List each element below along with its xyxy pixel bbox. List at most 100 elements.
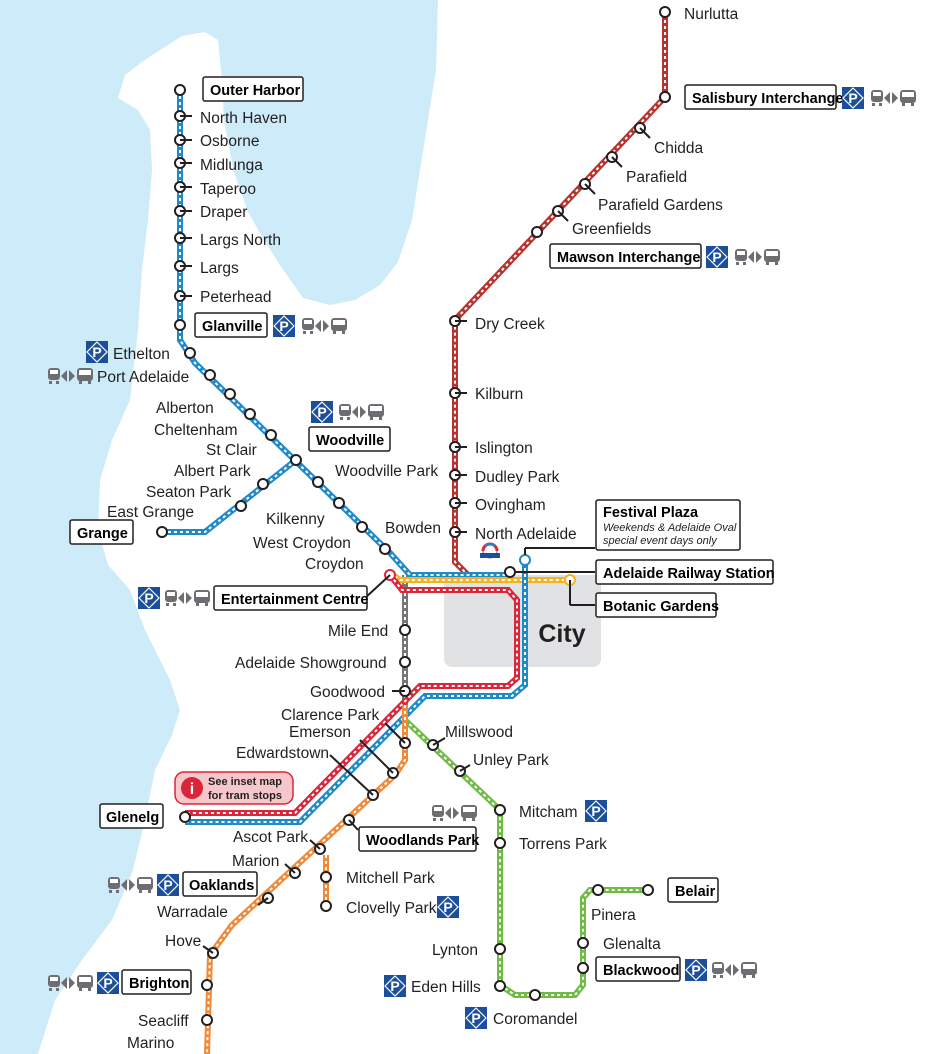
train-icon: [712, 962, 724, 978]
box-glenelg: Glenelg: [99, 803, 164, 829]
label-millswood: Millswood: [445, 724, 513, 741]
interchange-arrows-icon: [352, 406, 366, 418]
sea: [0, 0, 438, 1054]
label-west-croydon: West Croydon: [253, 535, 351, 552]
box-belair: Belair: [667, 877, 719, 903]
bus-icon: [137, 877, 153, 893]
park-and-ride-icon: [85, 340, 109, 364]
belair-label: Belair: [675, 884, 716, 900]
interchange-arrows-icon: [178, 592, 192, 604]
boxed-labels: Outer Harbor Glanville Woodville Grange …: [69, 76, 844, 995]
tram-inset-info[interactable]: i See inset map for tram stops: [174, 771, 294, 805]
label-unley-park: Unley Park: [473, 752, 549, 769]
label-greenfields: Greenfields: [572, 221, 652, 238]
label-islington: Islington: [475, 440, 533, 457]
label-emerson: Emerson: [289, 724, 351, 741]
label-alberton: Alberton: [156, 400, 214, 417]
entertainment-label: Entertainment Centre: [221, 592, 368, 608]
bus-icon: [741, 962, 757, 978]
glanville-label: Glanville: [202, 319, 262, 335]
oaklands-label: Oaklands: [189, 878, 254, 894]
label-port-adelaide: Port Adelaide: [97, 369, 189, 386]
park-and-ride-icon: [584, 799, 608, 823]
woodlands-park-label: Woodlands Park: [366, 833, 480, 849]
label-osborne: Osborne: [200, 133, 259, 150]
bus-icon: [900, 90, 916, 106]
label-seacliff: Seacliff: [138, 1013, 189, 1030]
label-mile-end: Mile End: [328, 623, 388, 640]
train-icon: [432, 805, 444, 821]
label-woodville-park: Woodville Park: [335, 463, 438, 480]
label-clovelly-park: Clovelly Park: [346, 900, 437, 917]
glenelg-label: Glenelg: [106, 810, 159, 826]
grange-label: Grange: [77, 526, 128, 542]
interchange-arrows-icon: [884, 92, 898, 104]
label-croydon: Croydon: [305, 556, 364, 573]
bus-icon: [764, 249, 780, 265]
label-eden-hills: Eden Hills: [411, 979, 481, 996]
park-and-ride-icon: [684, 958, 708, 982]
label-nurlutta: Nurlutta: [684, 6, 739, 23]
gawler-line: [452, 8, 668, 580]
bus-icon: [461, 805, 477, 821]
box-mawson: Mawson Interchange: [549, 243, 702, 269]
park-and-ride-icon: [383, 974, 407, 998]
label-draper: Draper: [200, 204, 247, 221]
label-kilburn: Kilburn: [475, 386, 523, 403]
label-st-clair: St Clair: [206, 442, 257, 459]
train-icon: [339, 404, 351, 420]
brighton-label: Brighton: [129, 976, 189, 992]
label-goodwood: Goodwood: [310, 684, 385, 701]
belair-line: [402, 717, 648, 998]
label-peterhead: Peterhead: [200, 289, 272, 306]
box-woodville: Woodville: [308, 426, 391, 452]
festival-note-2: special event days only: [603, 535, 718, 547]
park-and-ride-icon: [436, 895, 460, 919]
label-clarence-park: Clarence Park: [281, 707, 379, 724]
train-icon: [302, 318, 314, 334]
train-icon: [871, 90, 883, 106]
box-outer-harbor: Outer Harbor: [202, 76, 304, 102]
interchange-arrows-icon: [315, 320, 329, 332]
label-bowden: Bowden: [385, 520, 441, 537]
label-torrens-park: Torrens Park: [519, 836, 607, 853]
label-edwardstown: Edwardstown: [236, 745, 329, 762]
label-dudley-park: Dudley Park: [475, 469, 560, 486]
box-botanic: Botanic Gardens: [595, 592, 719, 618]
label-seaton-park: Seaton Park: [146, 484, 232, 501]
park-and-ride-icon: [156, 873, 180, 897]
label-ovingham: Ovingham: [475, 497, 546, 514]
box-woodlands-park: Woodlands Park: [358, 826, 480, 852]
interchange-arrows-icon: [725, 964, 739, 976]
blackwood-label: Blackwood: [603, 963, 680, 979]
info-line-1: See inset map: [208, 776, 282, 788]
interchange-arrows-icon: [748, 251, 762, 263]
label-parafield: Parafield: [626, 169, 687, 186]
park-and-ride-icon: [464, 1006, 488, 1030]
label-north-adelaide: North Adelaide: [475, 526, 577, 543]
label-coromandel: Coromandel: [493, 1011, 577, 1028]
salisbury-label: Salisbury Interchange: [692, 91, 844, 107]
label-mitchell-park: Mitchell Park: [346, 870, 435, 887]
label-midlunga: Midlunga: [200, 157, 263, 174]
label-ethelton: Ethelton: [113, 346, 170, 363]
park-and-ride-icon: [137, 586, 161, 610]
label-taperoo: Taperoo: [200, 181, 256, 198]
park-and-ride-icon: [310, 400, 334, 424]
bus-icon: [194, 590, 210, 606]
box-blackwood: Blackwood: [595, 956, 681, 982]
box-brighton: Brighton: [121, 969, 192, 995]
park-and-ride-icon: [841, 86, 865, 110]
bus-icon: [368, 404, 384, 420]
label-kilkenny: Kilkenny: [266, 511, 325, 528]
label-warradale: Warradale: [157, 904, 228, 921]
label-hove: Hove: [165, 933, 201, 950]
label-east-grange: East Grange: [107, 504, 194, 521]
label-north-haven: North Haven: [200, 110, 287, 127]
city-label: City: [538, 620, 585, 648]
box-grange: Grange: [69, 519, 134, 545]
adelaide-oval-emblem: [480, 542, 500, 559]
station-labels: Nurlutta Chidda Parafield Parafield Gard…: [97, 6, 739, 1052]
label-dry-creek: Dry Creek: [475, 316, 545, 333]
